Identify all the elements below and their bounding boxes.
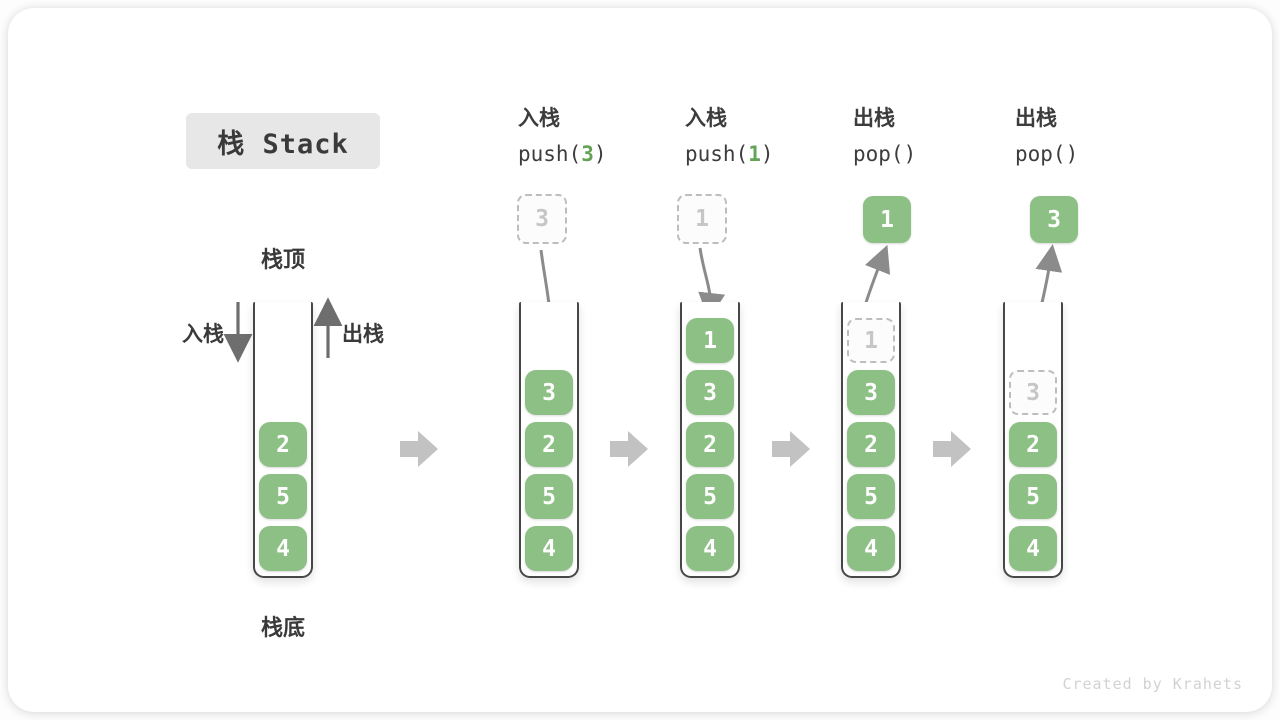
stack-item: 5 [259, 474, 307, 519]
stack-item: 5 [1009, 474, 1057, 519]
op-arg: 1 [748, 142, 761, 166]
op-arg: 3 [581, 142, 594, 166]
stack-item: 3 [525, 370, 573, 415]
stack-item: 2 [525, 422, 573, 467]
op-header-push-1: 入栈 push(1) [685, 106, 774, 167]
stack-item: 5 [847, 474, 895, 519]
push-side-label: 入栈 [182, 323, 224, 346]
ghost-slot: 3 [1009, 370, 1057, 415]
stack-item: 2 [259, 422, 307, 467]
stack-item: 3 [686, 370, 734, 415]
stack-item: 4 [525, 526, 573, 571]
op-code: pop() [1015, 142, 1079, 166]
op-code: push(1) [685, 142, 774, 166]
op-name: 出栈 [1015, 107, 1057, 130]
stack-top-label: 栈顶 [260, 247, 305, 272]
stack-item: 4 [1009, 526, 1057, 571]
op-header-push-3: 入栈 push(3) [518, 106, 607, 167]
stack-4: 1 3 2 5 4 [841, 302, 901, 578]
stack-item: 4 [686, 526, 734, 571]
popped-item: 1 [863, 196, 911, 243]
incoming-item: 3 [517, 194, 567, 244]
popped-item: 3 [1030, 196, 1078, 243]
stack-bottom-label: 栈底 [260, 615, 305, 640]
op-code: push(3) [518, 142, 607, 166]
pop-side-label: 出栈 [342, 323, 384, 346]
stack-item: 2 [847, 422, 895, 467]
incoming-item: 1 [677, 194, 727, 244]
op-header-pop-1: 出栈 pop() [853, 106, 916, 167]
op-name: 入栈 [518, 107, 560, 130]
stack-5: 3 2 5 4 [1003, 302, 1063, 578]
ghost-slot: 1 [847, 318, 895, 363]
stack-1: 2 5 4 [253, 302, 313, 578]
stack-item: 2 [1009, 422, 1057, 467]
stack-item: 5 [525, 474, 573, 519]
title-badge: 栈 Stack [186, 113, 380, 169]
stack-item: 4 [259, 526, 307, 571]
op-name: 出栈 [853, 107, 895, 130]
op-name: 入栈 [685, 107, 727, 130]
stack-item: 2 [686, 422, 734, 467]
op-header-pop-3: 出栈 pop() [1015, 106, 1078, 167]
stack-3: 1 3 2 5 4 [680, 302, 740, 578]
stack-item: 5 [686, 474, 734, 519]
stack-2: 3 2 5 4 [519, 302, 579, 578]
stack-item: 4 [847, 526, 895, 571]
stack-item: 3 [847, 370, 895, 415]
watermark: Created by Krahets [1062, 675, 1243, 693]
stack-item: 1 [686, 318, 734, 363]
op-code: pop() [853, 142, 917, 166]
title-text: 栈 Stack [217, 128, 349, 160]
